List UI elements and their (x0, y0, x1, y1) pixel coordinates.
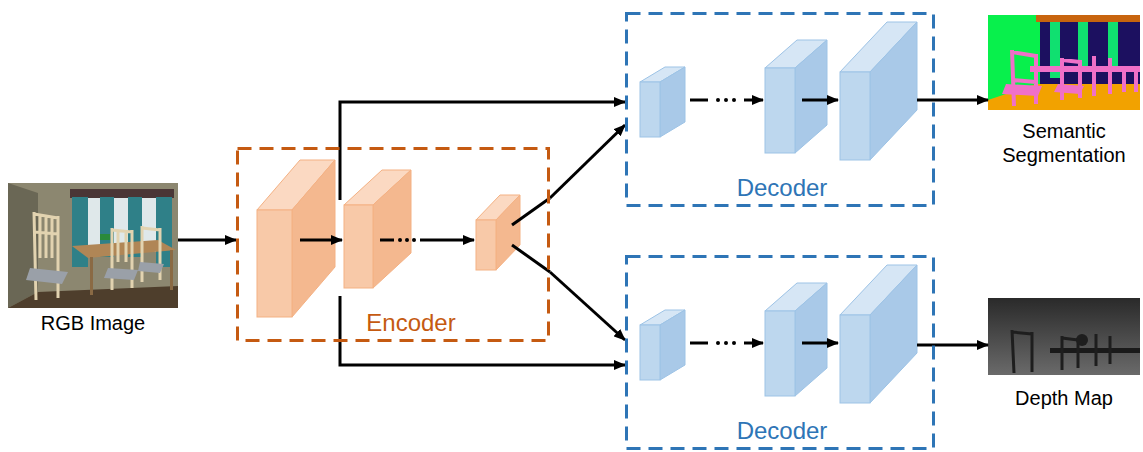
depth-map-image (988, 298, 1140, 375)
image-caption: Semantic Segmentation (990, 119, 1138, 167)
encoder-block (476, 195, 520, 270)
ellipsis-dots (398, 98, 736, 345)
decoder-block (765, 40, 827, 153)
image-caption: Depth Map (1015, 386, 1113, 410)
module-label: Decoder (737, 174, 828, 207)
arrow-connector (340, 342, 625, 365)
arrow-connector (340, 102, 625, 147)
decoder-block (765, 283, 827, 396)
arrow-connector (178, 239, 236, 242)
arrow-connector (550, 125, 625, 198)
segmentation-image (988, 15, 1140, 110)
decoder-block (840, 22, 917, 160)
decoder-frame: Decoder (625, 12, 935, 207)
decoder-block (640, 310, 685, 380)
rgb-photo (8, 183, 178, 308)
image-node: Semantic Segmentation (988, 15, 1140, 167)
image-caption: RGB Image (41, 311, 145, 335)
decoder-frame: Decoder (625, 255, 935, 450)
arrow-connector (935, 344, 988, 347)
decoder-block (640, 67, 685, 137)
decoder-block (840, 265, 917, 403)
encoder-frame: Encoder (236, 147, 550, 342)
internal-arrow (300, 100, 935, 345)
module-label: Encoder (366, 309, 455, 342)
image-node: RGB Image (8, 183, 178, 335)
module-label: Decoder (737, 417, 828, 450)
arrow-connector (550, 272, 625, 340)
image-node: Depth Map (988, 298, 1140, 410)
encoder-block (344, 170, 411, 288)
arrow-connector (935, 99, 988, 102)
